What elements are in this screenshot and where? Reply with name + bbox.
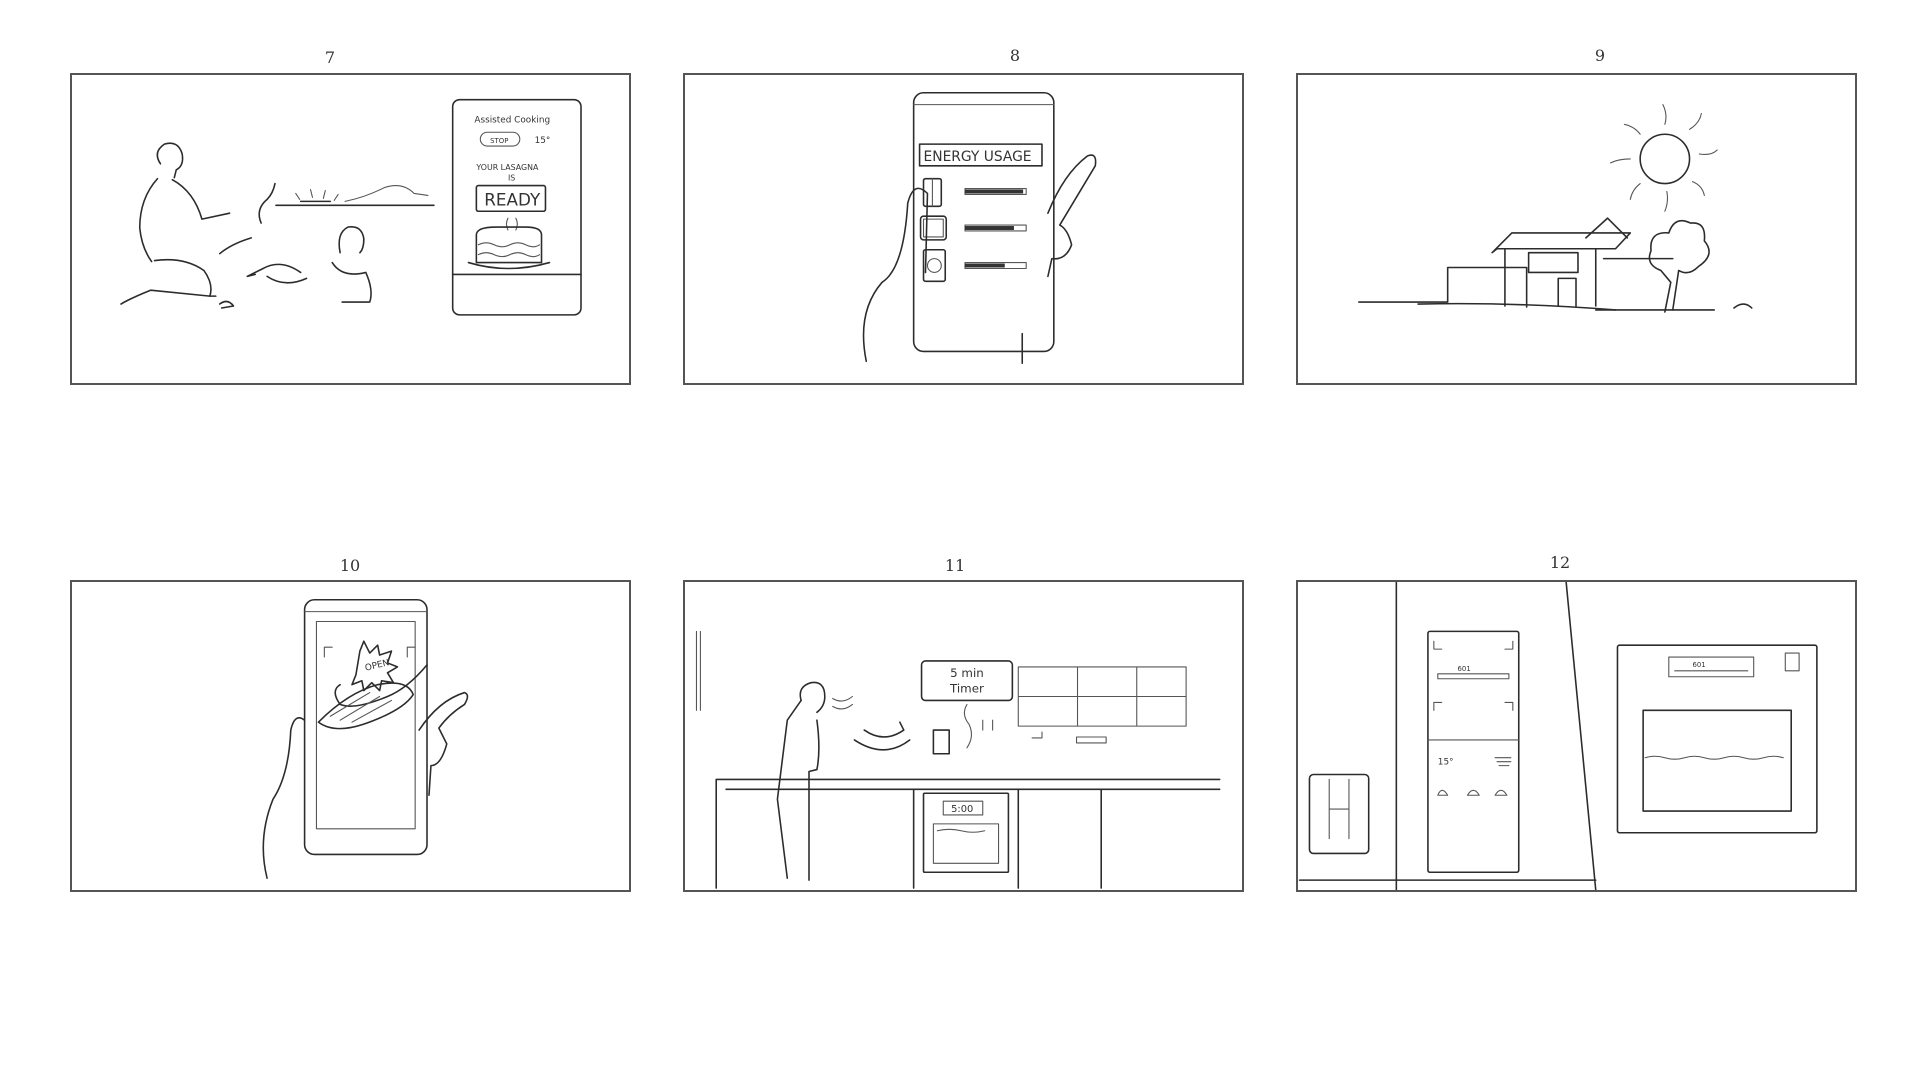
- burst-icon: [351, 640, 399, 692]
- panel-number-12: 12: [1549, 553, 1571, 572]
- washer-icon: [922, 248, 947, 283]
- assisted-cooking-label: Assisted Cooking: [474, 115, 550, 125]
- panel-number-8: 8: [1009, 46, 1021, 65]
- panel-9-sketch: [1358, 104, 1753, 313]
- panel-number-9: 9: [1594, 46, 1606, 65]
- panel-11-sketch: 5:00 5 min Timer: [695, 630, 1221, 889]
- energy-bar-fill: [964, 226, 1014, 230]
- temperature-label: 15°: [535, 136, 551, 146]
- storyboard-panel-8: ENERGY USAGE: [683, 73, 1244, 385]
- ready-label: READY: [484, 189, 541, 209]
- oven-display-reading: 601: [1692, 661, 1705, 669]
- panel-8-sketch: ENERGY USAGE: [862, 91, 1097, 365]
- storyboard-panel-11: 5:00 5 min Timer: [683, 580, 1244, 892]
- storyboard-panel-9: [1296, 73, 1857, 385]
- energy-bar-fill: [964, 263, 1005, 268]
- energy-usage-title: ENERGY USAGE: [924, 149, 1032, 165]
- panel-12-sketch: 601 15° 601: [1298, 582, 1818, 890]
- bubble-line-1: 5 min: [950, 666, 984, 680]
- timer-speech-bubble: [920, 660, 1014, 702]
- open-label: OPEN: [364, 658, 390, 674]
- oven-timer-display: 5:00: [951, 804, 973, 815]
- your-lasagna-label: YOUR LASAGNA: [475, 163, 539, 172]
- panel-number-11: 11: [944, 556, 966, 575]
- sun-icon: [1639, 133, 1691, 185]
- panel-number-10: 10: [339, 556, 361, 575]
- is-label: IS: [508, 174, 515, 183]
- storyboard-panel-7: Assisted Cooking STOP 15° YOUR LASAGNA I…: [70, 73, 631, 385]
- oven-icon: [919, 215, 948, 241]
- storyboard-panel-12: 601 15° 601: [1296, 580, 1857, 892]
- storyboard-panel-10: OPEN: [70, 580, 631, 892]
- panel-10-sketch: OPEN: [262, 598, 469, 879]
- fridge-temperature: 15°: [1438, 758, 1454, 768]
- panel-number-7: 7: [324, 48, 336, 67]
- panel-7-sketch: Assisted Cooking STOP 15° YOUR LASAGNA I…: [120, 98, 582, 316]
- energy-bar-fill: [964, 189, 1024, 194]
- stop-label: STOP: [490, 137, 508, 145]
- fridge-display-reading: 601: [1458, 665, 1471, 673]
- bubble-line-2: Timer: [949, 682, 984, 696]
